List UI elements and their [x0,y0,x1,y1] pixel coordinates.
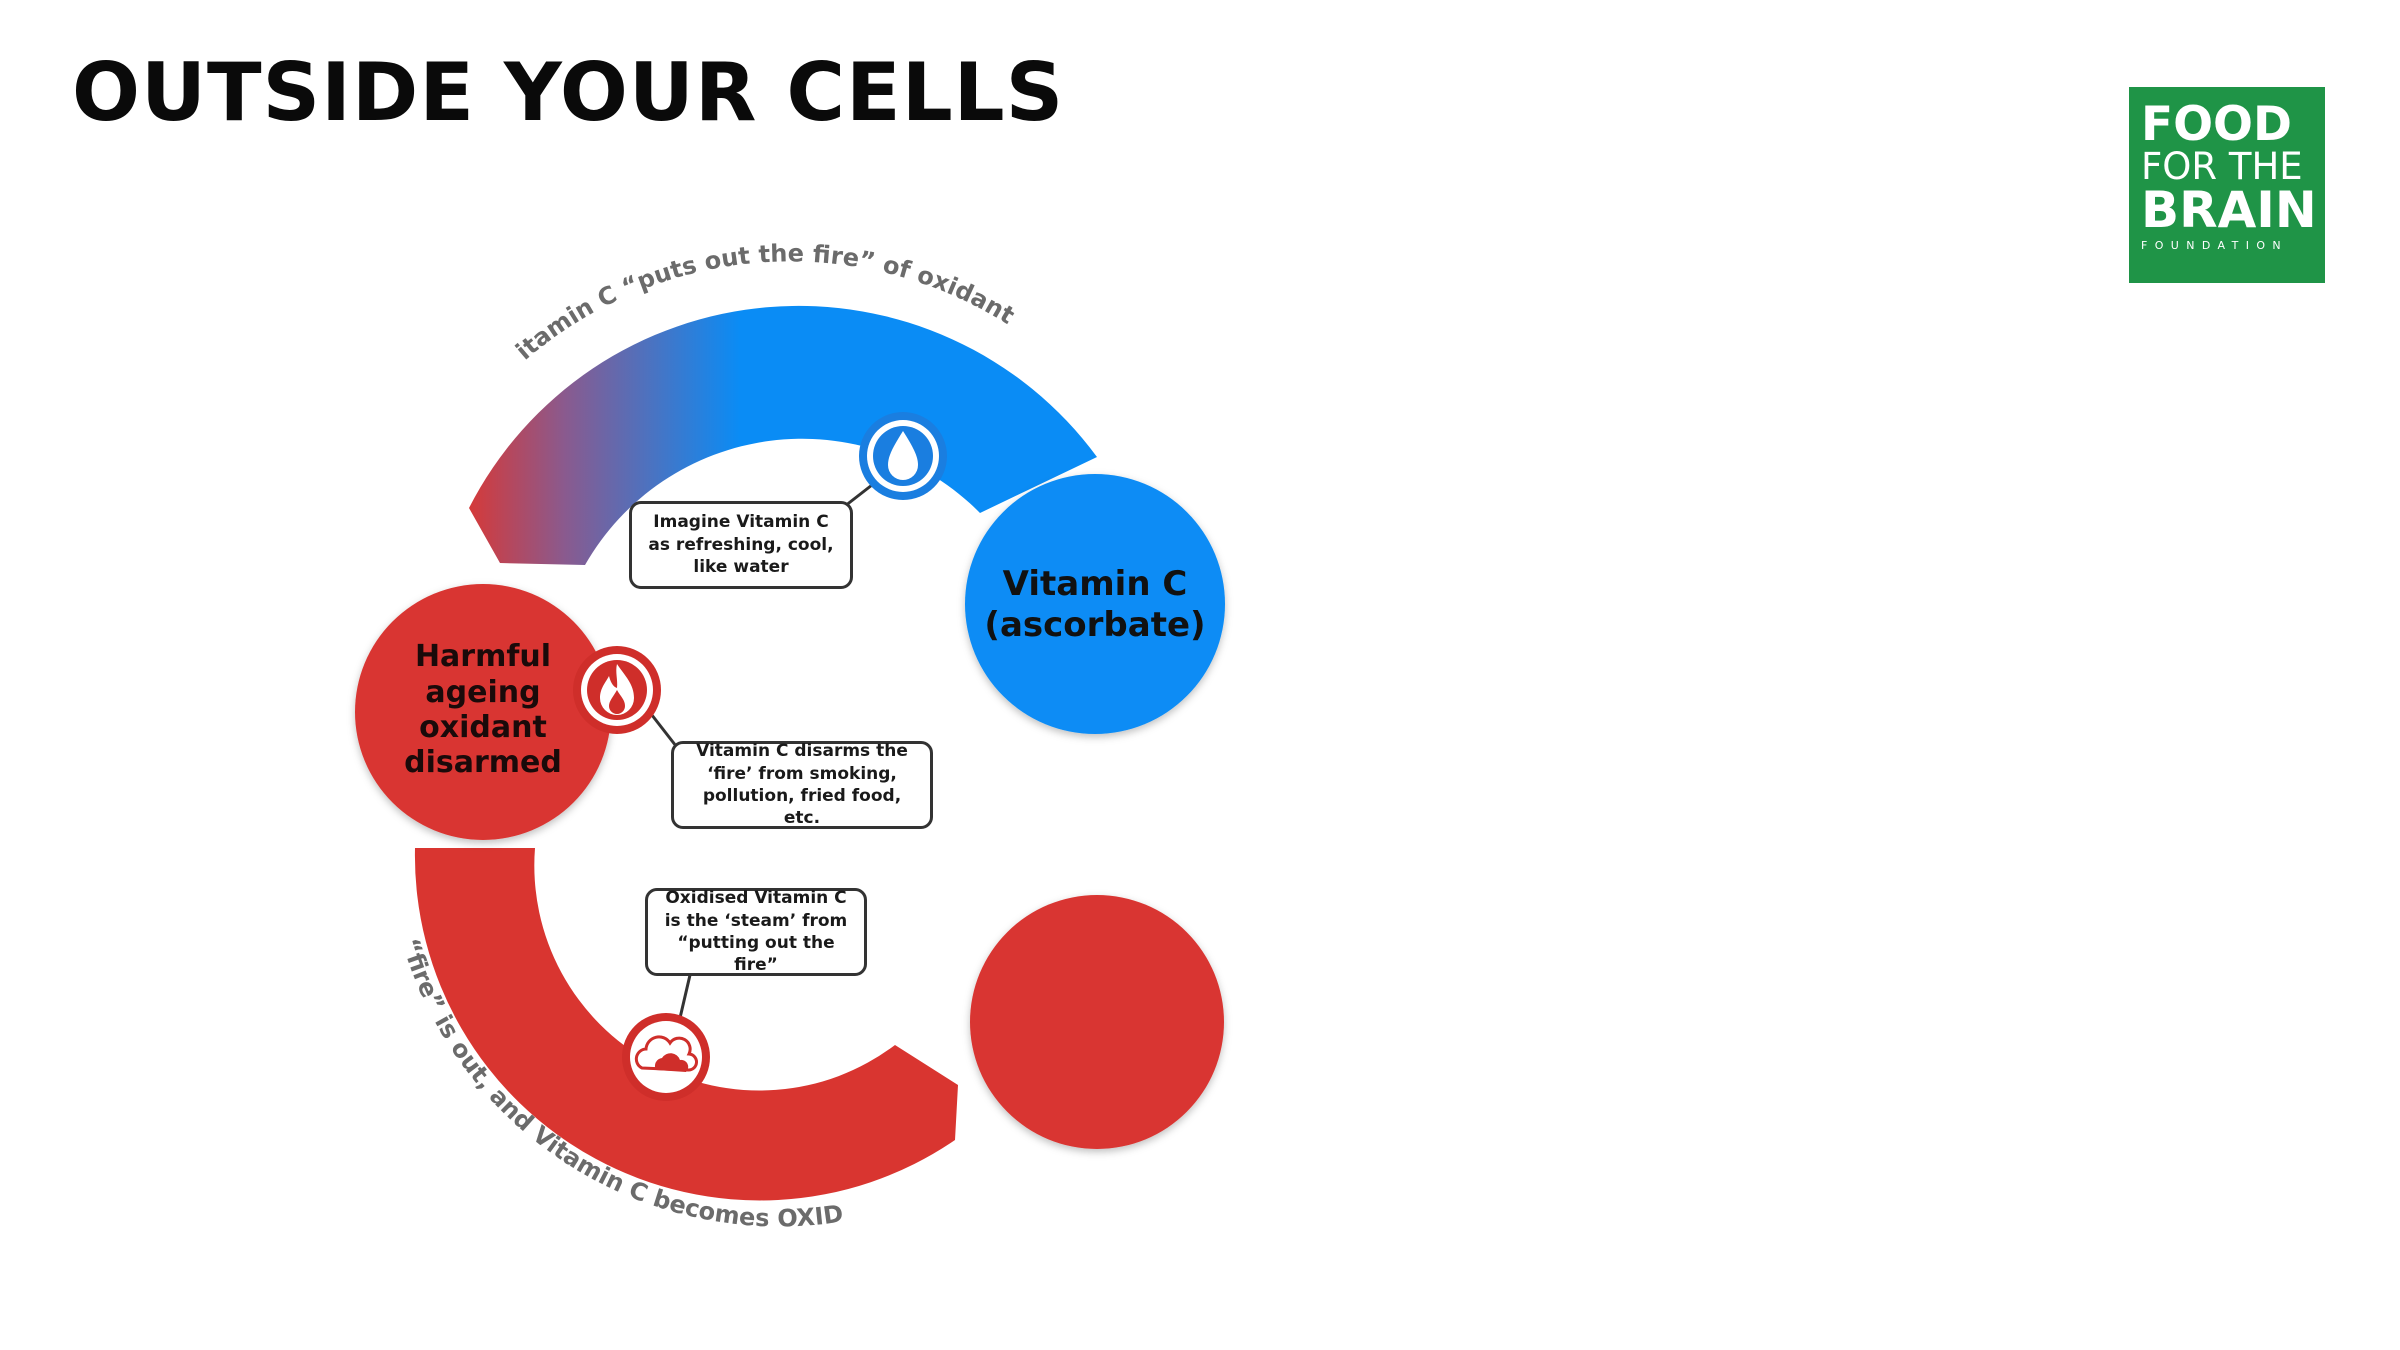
food-for-the-brain-logo: FOOD FOR THE BRAIN FOUNDATION [2129,87,2325,283]
connector-water [844,483,873,508]
top-arc-label: < Vitamin C “puts out the fire” of oxida… [0,0,1019,365]
steam-cloud-icon [622,1013,710,1101]
callout-steam: Oxidised Vitamin C is the ‘steam’ from “… [645,888,867,976]
top-arc-label-text: < Vitamin C “puts out the fire” of oxida… [0,0,1019,365]
connector-steam [678,974,692,1019]
logo-line-food: FOOD [2141,97,2293,152]
top-arc-band [469,305,1097,565]
oxidant-circle-label: Harmful ageing oxidant disarmed [404,639,562,781]
logo-line-for-the: FOR THE [2141,145,2303,188]
callout-water: Imagine Vitamin C as refreshing, cool, l… [629,501,853,589]
page-title: OUTSIDE YOUR CELLS [72,46,1065,139]
vitamin-c-circle-label: Vitamin C (ascorbate) [984,563,1206,645]
water-drop-icon [859,412,947,500]
oxidised-vitamin-c-circle [970,895,1224,1149]
callout-fire: Vitamin C disarms the ‘fire’ from smokin… [671,741,933,829]
flame-icon [573,646,661,734]
vitamin-c-circle [965,474,1225,734]
connector-fire [646,709,678,747]
logo-line-brain: BRAIN [2141,181,2317,239]
logo-line-foundation: FOUNDATION [2141,239,2289,252]
bottom-arc-band-fill [414,848,958,1201]
oxidant-circle [355,584,611,840]
